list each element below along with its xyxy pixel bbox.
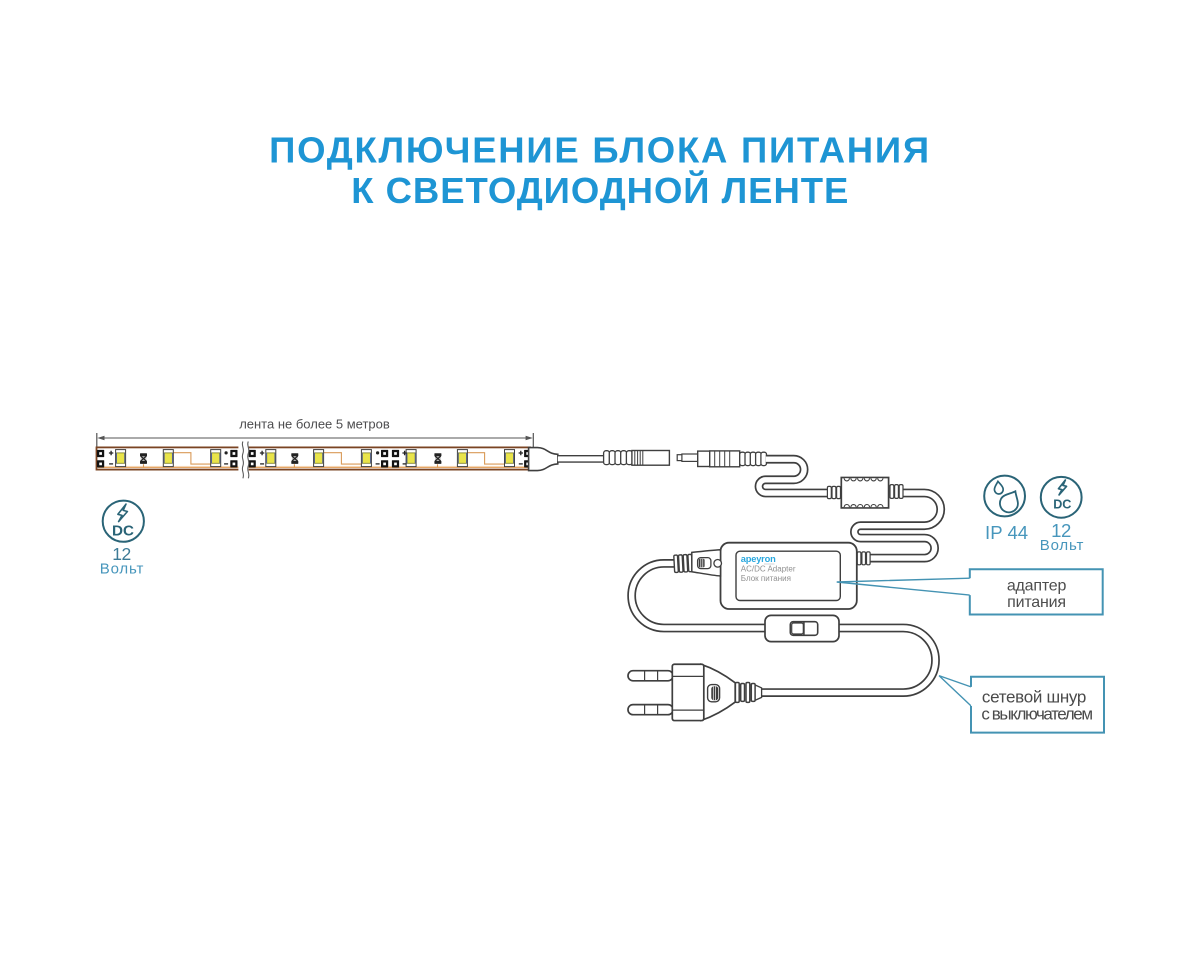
svg-text:лента не более 5 метров: лента не более 5 метров <box>239 417 390 432</box>
svg-text:Вольт: Вольт <box>100 560 145 577</box>
svg-text:адаптер: адаптер <box>1007 578 1067 595</box>
svg-text:сетевой шнур: сетевой шнур <box>982 687 1086 706</box>
svg-text:питания: питания <box>1007 594 1066 611</box>
svg-text:ПОДКЛЮЧЕНИЕ БЛОКА ПИТАНИЯ: ПОДКЛЮЧЕНИЕ БЛОКА ПИТАНИЯ <box>269 130 931 171</box>
svg-text:Вольт: Вольт <box>1040 537 1085 554</box>
svg-text:Блок питания: Блок питания <box>741 574 791 583</box>
svg-text:IP 44: IP 44 <box>985 522 1028 543</box>
svg-text:AC/DC Adapter: AC/DC Adapter <box>741 565 796 574</box>
svg-text:12: 12 <box>1051 520 1071 541</box>
svg-text:DC: DC <box>112 522 134 539</box>
svg-text:с выключателем: с выключателем <box>981 704 1092 723</box>
svg-text:К СВЕТОДИОДНОЙ ЛЕНТЕ: К СВЕТОДИОДНОЙ ЛЕНТЕ <box>351 169 849 211</box>
svg-text:apeyron: apeyron <box>741 554 776 564</box>
svg-text:12: 12 <box>112 544 130 564</box>
svg-text:DC: DC <box>1053 498 1071 512</box>
